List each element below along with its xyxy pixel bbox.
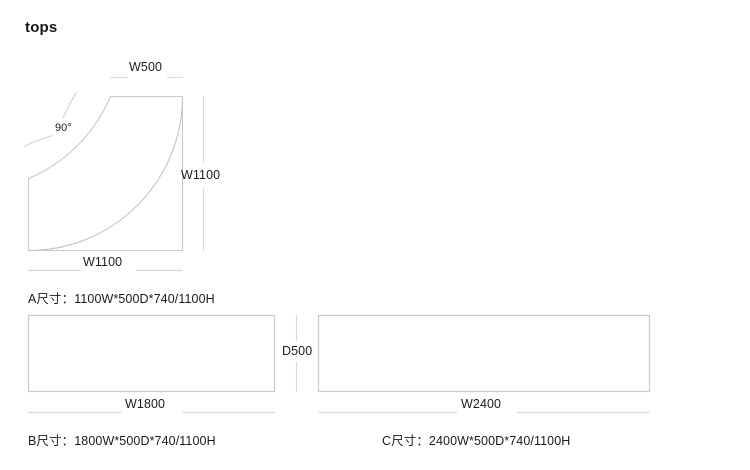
figure-a-inner-arc (28, 96, 184, 252)
dimension-label-d500-right: D500 (282, 344, 313, 358)
figure-a-outline (27, 95, 184, 252)
figure-c-caption: C尺寸：2400W*500D*740/1100H (382, 434, 571, 448)
figure-a-angle-arc-lower (23, 134, 53, 147)
dimension-label-w1800-bottom: W1800 (125, 397, 166, 411)
figure-b-outline (27, 314, 276, 393)
figure-a-caption: A尺寸：1100W*500D*740/1100H (28, 292, 215, 306)
figure-c-outline (317, 314, 651, 393)
dimension-label-angle-90: 90° (55, 122, 72, 134)
dimension-label-w1100-bottom: W1100 (83, 255, 123, 269)
page-title: tops (25, 19, 58, 36)
figure-a-angle-arc-upper (62, 92, 77, 119)
dimension-label-w1100-right: W1100 (181, 168, 221, 182)
dimension-label-w500-top: W500 (129, 60, 163, 74)
figure-b-caption: B尺寸：1800W*500D*740/1100H (28, 434, 216, 448)
dimension-label-w2400-bottom: W2400 (461, 397, 502, 411)
